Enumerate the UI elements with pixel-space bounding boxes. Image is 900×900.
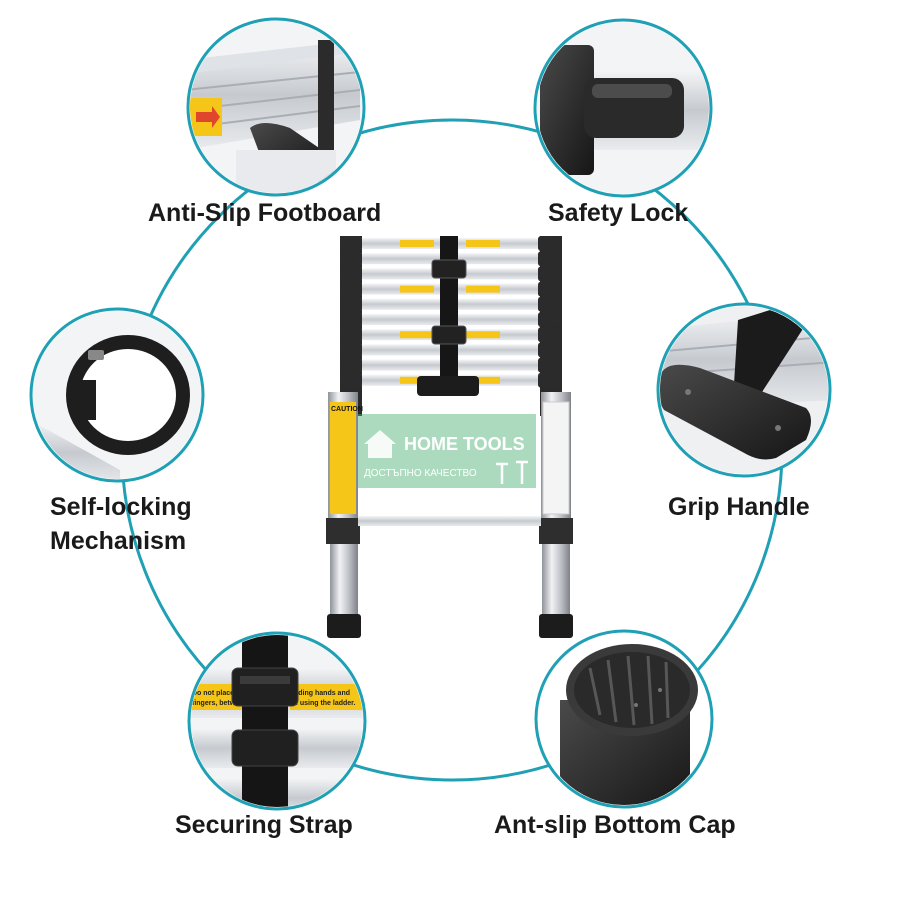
strap-sticker-right-line1: nding hands and bbox=[294, 690, 350, 697]
rung-end-cap bbox=[340, 372, 362, 388]
rung-end-cap bbox=[538, 342, 560, 358]
strap-sticker-left-line2: fingers, betwe bbox=[192, 700, 239, 707]
feature-label-self-locking-line2: Mechanism bbox=[50, 527, 187, 555]
ladder-foot-right bbox=[539, 614, 573, 638]
caution-sticker-label: CAUTION bbox=[331, 406, 363, 413]
feature-label-bottom-cap: Ant-slip Bottom Cap bbox=[494, 811, 736, 839]
rung-end-cap bbox=[538, 296, 560, 312]
rung-end-cap bbox=[340, 357, 362, 373]
footboard-detail-circle bbox=[186, 17, 366, 197]
feature-label-safety-lock: Safety Lock bbox=[548, 199, 689, 227]
feature-label-securing-strap: Securing Strap bbox=[175, 811, 353, 839]
bottom-cap-detail-circle bbox=[534, 629, 714, 809]
tools-icon bbox=[496, 460, 528, 484]
rung-end-cap bbox=[340, 312, 362, 327]
rung-warning-sticker bbox=[400, 331, 434, 339]
watermark-tagline: ДОСТЪПНО КАЧЕСТВО bbox=[364, 468, 477, 479]
rung-end-cap bbox=[340, 236, 362, 251]
rung-end-cap bbox=[538, 281, 560, 297]
rung-end-cap bbox=[538, 327, 560, 343]
watermark: HOME TOOLS ДОСТЪПНО КАЧЕСТВО bbox=[358, 414, 536, 488]
rung-end-cap bbox=[340, 327, 362, 343]
rung-warning-sticker bbox=[466, 376, 500, 384]
ladder-grip-handle bbox=[417, 376, 479, 396]
grip-handle-detail-circle bbox=[656, 302, 832, 478]
rung-warning-sticker bbox=[466, 331, 500, 339]
rung-warning-sticker bbox=[400, 240, 434, 247]
ladder-foot-left bbox=[327, 614, 361, 638]
self-locking-detail-circle bbox=[29, 307, 205, 483]
rung-end-cap bbox=[340, 266, 362, 282]
rung-end-cap bbox=[340, 281, 362, 297]
rung-warning-sticker bbox=[400, 285, 434, 293]
watermark-brand: HOME TOOLS bbox=[404, 434, 525, 454]
strap-sticker-left-line1: Do not place and bbox=[192, 690, 248, 697]
feature-label-self-locking-line1: Self-locking bbox=[50, 493, 192, 521]
rung-end-cap bbox=[340, 251, 362, 267]
feature-label-anti-slip-footboard: Anti-Slip Footboard bbox=[148, 199, 382, 227]
rung-end-cap bbox=[538, 372, 560, 388]
rung-end-cap bbox=[538, 266, 560, 282]
house-icon bbox=[364, 430, 396, 458]
feature-label-self-locking-mechanism: Self-locking Mechanism bbox=[50, 490, 192, 558]
rung-end-cap bbox=[340, 296, 362, 312]
rung-warning-sticker bbox=[466, 240, 500, 247]
safety-lock-detail-circle bbox=[533, 18, 713, 198]
rung-end-cap bbox=[538, 236, 560, 251]
securing-strap-detail-circle: Do not place and fingers, betwe nding ha… bbox=[187, 631, 367, 811]
rung-warning-sticker bbox=[466, 285, 500, 293]
telescopic-ladder: CAUTION bbox=[326, 236, 573, 638]
rung-end-cap bbox=[538, 251, 560, 267]
rung-end-cap bbox=[340, 342, 362, 358]
strap-sticker-right-line2: s using the ladder. bbox=[294, 700, 356, 707]
rung-end-cap bbox=[538, 357, 560, 373]
feature-label-grip-handle: Grip Handle bbox=[668, 493, 810, 521]
rung-end-cap bbox=[538, 312, 560, 327]
